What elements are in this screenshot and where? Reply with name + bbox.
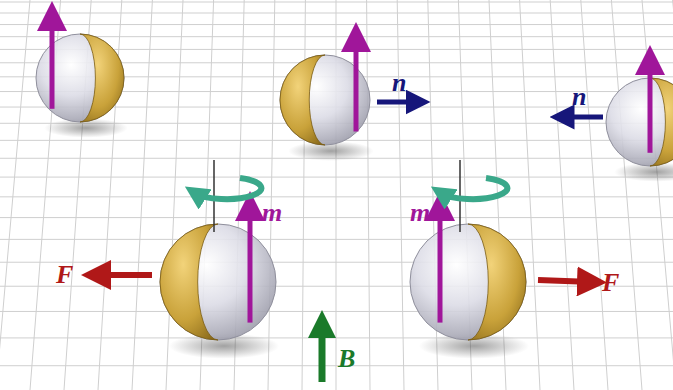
grid-line [268,0,275,390]
moment-arrow [50,16,55,109]
vector-label: n [572,84,586,110]
grid-line [166,0,183,390]
glass-hemisphere [160,224,276,340]
grid-line [367,0,370,390]
grid-line [550,0,574,390]
gold-hemisphere [468,224,526,340]
grid-line [0,262,673,263]
moment-arrow [354,37,359,132]
grid-line [0,2,673,3]
vector-label: B [338,346,355,372]
moment-arrow [648,60,653,153]
grid-line [0,311,673,312]
grid-line [0,177,673,178]
grid-line [0,13,673,14]
grid-line [0,196,673,197]
grid-line [0,24,673,25]
vector-label: F [602,270,619,296]
grid-line [428,0,438,390]
vector-label: F [56,262,73,288]
grid-line [397,0,404,390]
grid-line [0,217,673,218]
grid-line [0,36,673,37]
glass-hemisphere [606,78,673,166]
gold-hemisphere [80,34,124,122]
grid-line [581,0,608,390]
grid-line [0,286,673,287]
glass-hemisphere [410,224,526,340]
grid-line [611,0,642,390]
moment-arrow [438,206,443,323]
rotation-arrows [195,160,507,232]
grid-line [0,0,30,390]
grid-line [520,0,540,390]
gold-hemisphere [650,78,673,166]
particles [36,16,673,359]
vector-arrows [96,102,603,382]
grid-line [0,239,673,240]
vector-label: m [262,200,282,226]
grid-line [642,0,673,390]
vector-label: m [410,200,430,226]
gold-hemisphere [280,55,325,145]
gold-hemisphere [160,224,218,340]
grid-line [0,337,673,338]
glass-hemisphere [36,34,124,122]
moment-arrow [248,206,253,323]
grid-line [132,0,152,390]
grid-line [0,365,673,366]
grid-line [302,0,305,390]
vector-label: n [392,70,406,96]
